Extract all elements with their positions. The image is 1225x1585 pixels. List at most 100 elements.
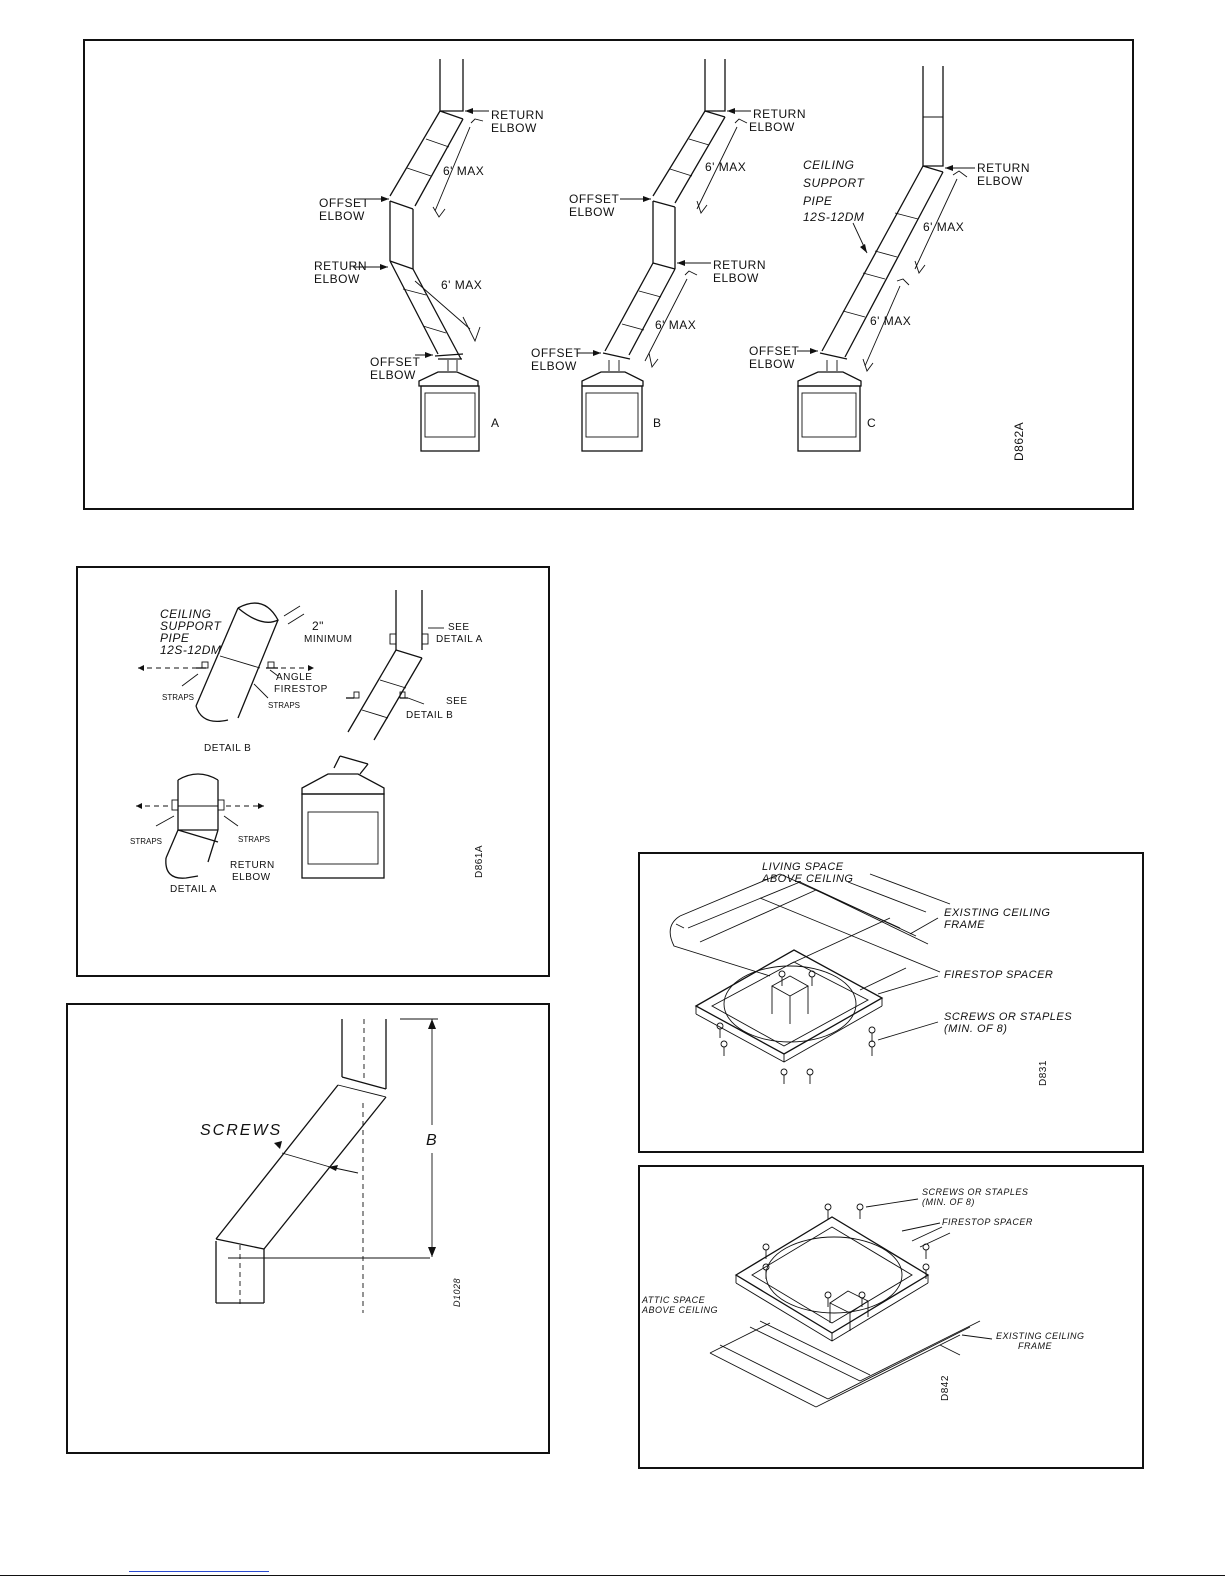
leader-see-detail-b	[407, 697, 425, 705]
dimension-b-line	[428, 1019, 436, 1257]
label-screws-staples-2: (MIN. OF 8)	[944, 1023, 1007, 1035]
living-space-drawing: LIVING SPACE ABOVE CEILING EXISTING CEIL…	[669, 861, 1072, 1086]
label-screws-staples-attic: SCREWS OR STAPLES	[922, 1187, 1028, 1197]
screws-attic	[762, 1203, 930, 1307]
config-c-fireplace	[797, 371, 862, 452]
leaders-living	[877, 917, 939, 1041]
label-offset-elbow-a1-2: ELBOW	[319, 209, 365, 223]
attic-space-drawing: SCREWS OR STAPLES (MIN. OF 8) FIRESTOP S…	[641, 1187, 1085, 1408]
label-return-elbow-a2: RETURN	[314, 259, 367, 273]
ceiling-frame-attic	[709, 1226, 981, 1408]
venting-configurations-drawing: RETURN ELBOW 6' MAX OFFSET ELBOW RETURN …	[314, 59, 1030, 461]
label-return-elbow: RETURN	[230, 860, 275, 871]
label-return-elbow-c-2: ELBOW	[977, 174, 1023, 188]
label-return-elbow-b2: RETURN	[713, 258, 766, 272]
living-space-panel: LIVING SPACE ABOVE CEILING EXISTING CEIL…	[638, 852, 1144, 1153]
footer-link-underline[interactable]	[129, 1571, 269, 1572]
label-firestop-spacer-attic: FIRESTOP SPACER	[942, 1217, 1033, 1227]
label-config-c: C	[867, 416, 876, 430]
venting-configurations-panel: RETURN ELBOW 6' MAX OFFSET ELBOW RETURN …	[83, 39, 1134, 510]
label-six-max-a1: 6' MAX	[443, 164, 484, 178]
label-screws-staples-attic-2: (MIN. OF 8)	[922, 1197, 975, 1207]
label-two-inch: 2"	[312, 619, 324, 633]
drawing-id-d862a: D862A	[1012, 422, 1026, 461]
label-straps-b1: STRAPS	[162, 693, 194, 702]
config-c-dimensions	[862, 170, 968, 372]
screws-dimension-panel: SCREWS B D1028	[66, 1003, 550, 1454]
label-living-space: LIVING SPACE	[762, 861, 844, 873]
label-ceiling-support-c-2: SUPPORT	[803, 176, 865, 190]
label-offset-elbow-b2: OFFSET	[531, 346, 582, 360]
label-angle-firestop: ANGLE	[276, 672, 312, 683]
config-b-pipe	[602, 59, 726, 371]
label-firestop-spacer: FIRESTOP SPACER	[944, 969, 1053, 981]
config-c-pipe	[819, 66, 944, 371]
label-existing-frame: EXISTING CEILING	[944, 907, 1050, 919]
label-ceiling-support-c-3: PIPE	[803, 194, 833, 208]
label-return-elbow-b1: RETURN	[753, 107, 806, 121]
label-offset-elbow-b2-2: ELBOW	[531, 359, 577, 373]
label-offset-elbow-c: OFFSET	[749, 344, 800, 358]
attic-space-panel: SCREWS OR STAPLES (MIN. OF 8) FIRESTOP S…	[638, 1165, 1144, 1469]
label-existing-frame-attic: EXISTING CEILING	[996, 1331, 1085, 1341]
ceiling-frame-living	[669, 873, 951, 991]
config-b-fireplace	[581, 371, 644, 452]
label-return-elbow-c: RETURN	[977, 161, 1030, 175]
label-six-max-a2: 6' MAX	[441, 278, 482, 292]
label-see-detail-a-2: DETAIL A	[436, 634, 483, 645]
config-a-dimensions	[414, 118, 484, 343]
label-ceiling-support-2: SUPPORT	[160, 619, 222, 633]
label-return-elbow-2: ELBOW	[232, 872, 271, 883]
label-offset-elbow-a2: OFFSET	[370, 355, 421, 369]
label-six-max-b1: 6' MAX	[705, 160, 746, 174]
label-ceiling-support-3: PIPE	[160, 631, 190, 645]
label-six-max-c1: 6' MAX	[923, 220, 964, 234]
label-offset-elbow-a2-2: ELBOW	[370, 368, 416, 382]
label-config-a: A	[491, 416, 500, 430]
drawing-id-d831: D831	[1038, 1060, 1049, 1086]
label-return-elbow-a2-2: ELBOW	[314, 272, 360, 286]
label-attic-space: ATTIC SPACE	[641, 1295, 706, 1305]
label-offset-elbow-b1-2: ELBOW	[569, 205, 615, 219]
label-living-space-2: ABOVE CEILING	[761, 873, 853, 885]
label-see-detail-b-2: DETAIL B	[406, 710, 453, 721]
drawing-id-d861a: D861A	[474, 845, 485, 878]
footer-rule	[0, 1575, 1225, 1576]
detail-a-pipe	[136, 773, 264, 879]
screws-living	[716, 970, 876, 1084]
label-straps-a1: STRAPS	[130, 837, 162, 846]
firestop-spacer-attic	[734, 1216, 930, 1342]
label-screws-staples: SCREWS OR STAPLES	[944, 1011, 1072, 1023]
label-ceiling-support-c: CEILING	[803, 158, 855, 172]
top-leader-arrows	[353, 108, 975, 358]
label-straps-a2: STRAPS	[238, 835, 270, 844]
detail-assembly	[301, 590, 429, 879]
config-b-dimensions	[644, 118, 748, 369]
label-existing-frame-2: FRAME	[944, 919, 985, 931]
leaders-attic	[865, 1198, 993, 1340]
drawing-id-d1028: D1028	[452, 1278, 462, 1307]
firestop-detail-panel: CEILING SUPPORT PIPE 12S-12DM 2" MINIMUM…	[76, 566, 550, 977]
label-ceiling-support: CEILING	[160, 607, 212, 621]
label-six-max-c2: 6' MAX	[870, 314, 911, 328]
label-screws: SCREWS	[200, 1122, 282, 1139]
label-offset-elbow-b1: OFFSET	[569, 192, 620, 206]
label-ceiling-support-4: 12S-12DM	[160, 643, 221, 657]
label-see-detail-b: SEE	[446, 696, 468, 707]
screws-dimension-drawing: SCREWS B D1028	[200, 1018, 462, 1313]
firestop-spacer-living	[694, 949, 884, 1063]
label-offset-elbow-a1: OFFSET	[319, 196, 370, 210]
offset-pipe-assembly	[215, 1018, 438, 1313]
label-existing-frame-attic-2: FRAME	[1018, 1341, 1052, 1351]
label-attic-space-2: ABOVE CEILING	[641, 1305, 718, 1315]
config-a-pipe	[389, 59, 464, 371]
label-config-b: B	[653, 416, 662, 430]
label-return-elbow-a1: RETURN	[491, 108, 544, 122]
drawing-id-d842: D842	[940, 1375, 951, 1401]
label-return-elbow-a1-2: ELBOW	[491, 121, 537, 135]
label-see-detail-a: SEE	[448, 622, 470, 633]
label-return-elbow-b1-2: ELBOW	[749, 120, 795, 134]
label-ceiling-support-c-4: 12S-12DM	[803, 210, 864, 224]
label-minimum: MINIMUM	[304, 634, 353, 645]
label-offset-elbow-c-2: ELBOW	[749, 357, 795, 371]
